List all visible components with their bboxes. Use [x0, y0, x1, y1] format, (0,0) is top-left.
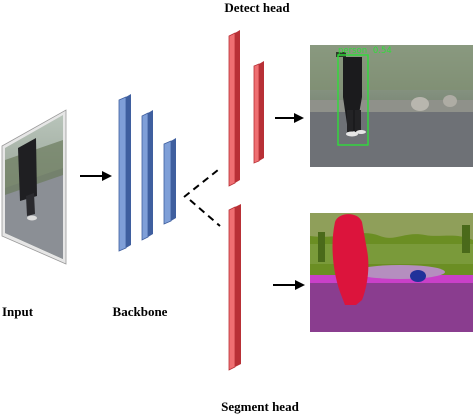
detection-output-image: person 0.54 [310, 45, 473, 167]
detection-score: 0.54 [373, 46, 392, 56]
detect-head-label: Detect head [224, 0, 290, 15]
segment-head-block [228, 204, 241, 371]
detection-class: person [338, 46, 367, 56]
detect-head-bar-2 [253, 61, 264, 164]
segmentation-output-image [310, 213, 473, 332]
backbone-block [118, 94, 176, 252]
input-image [1, 109, 67, 265]
segmentation-person-mask [332, 214, 369, 305]
dashed-connector-detect [183, 169, 219, 198]
input-label: Input [2, 304, 34, 319]
backbone-label: Backbone [113, 304, 168, 319]
segment-head-label: Segment head [221, 399, 299, 414]
detection-label: person 0.54 [338, 46, 392, 56]
backbone-bar-2 [141, 110, 153, 241]
detection-bounding-box [337, 54, 369, 146]
detect-head-bar-1 [228, 30, 240, 187]
dashed-connector-segment [189, 199, 221, 227]
backbone-bar-1 [118, 94, 131, 252]
backbone-bar-3 [163, 138, 176, 225]
detect-head-block [228, 30, 264, 187]
